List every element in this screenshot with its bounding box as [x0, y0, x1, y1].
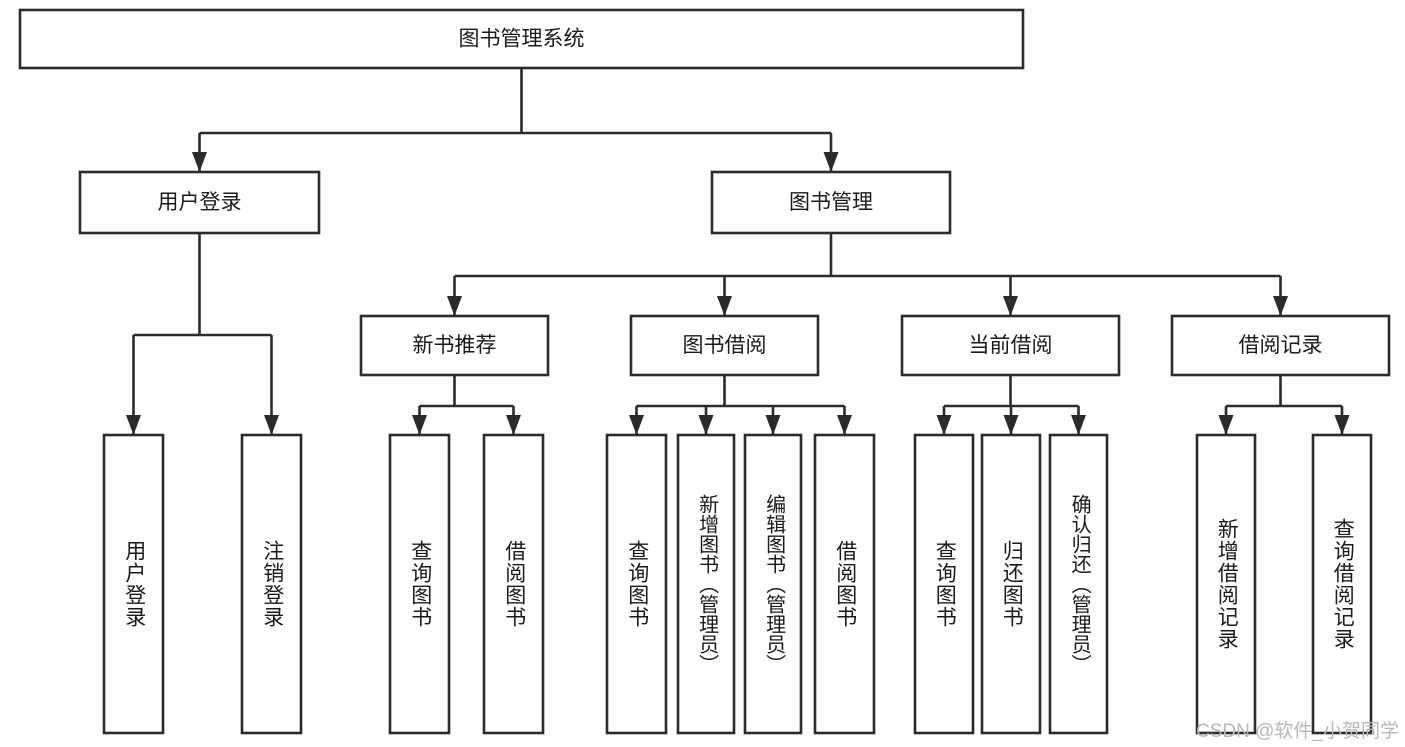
node-leaf-borrow-book-1-label: 借阅图书 — [502, 540, 526, 628]
node-leaf-add-borrow-record-label: 新增借阅记录 — [1215, 518, 1239, 650]
arrow-head-icon — [765, 415, 781, 435]
arrow-head-icon — [192, 152, 207, 172]
node-leaf-borrow-book-2[interactable] — [813, 433, 876, 735]
node-leaf-return-book-label: 归还图书 — [1000, 540, 1024, 628]
node-title-label: 图书管理系统 — [459, 28, 585, 51]
node-leaf-query-borrow-record[interactable] — [1311, 433, 1373, 735]
arrow-head-icon — [717, 296, 732, 316]
node-title[interactable]: 图书管理系统 — [18, 8, 1025, 70]
arrow-head-icon — [1003, 296, 1018, 316]
node-user-login[interactable]: 用户登录 — [78, 170, 321, 235]
arrow-head-icon — [1273, 296, 1288, 316]
arrow-head-icon — [1334, 415, 1350, 435]
node-new-book-recommend[interactable]: 新书推荐 — [359, 314, 550, 377]
node-leaf-edit-book-admin[interactable] — [743, 433, 803, 735]
arrow-head-icon — [1071, 415, 1086, 435]
node-leaf-borrow-book-1[interactable] — [482, 433, 545, 735]
node-leaf-query-book-1-label: 查询图书 — [408, 540, 432, 628]
node-leaf-edit-book-admin-label: 编辑图书（管理员） — [762, 494, 785, 674]
node-borrow-record[interactable]: 借阅记录 — [1170, 314, 1391, 377]
node-leaf-user-logout[interactable] — [240, 433, 303, 735]
arrow-head-icon — [936, 415, 952, 435]
arrow-head-icon — [823, 152, 839, 172]
node-leaf-add-borrow-record[interactable] — [1195, 433, 1257, 735]
node-book-manage-label: 图书管理 — [789, 191, 873, 214]
node-current-borrow-label: 当前借阅 — [969, 334, 1053, 357]
node-leaf-user-login-label: 用户登录 — [122, 540, 146, 628]
arrow-head-icon — [1003, 415, 1019, 435]
arrow-head-icon — [629, 415, 644, 435]
node-new-book-recommend-label: 新书推荐 — [413, 334, 497, 357]
node-book-manage[interactable]: 图书管理 — [710, 170, 952, 235]
node-leaf-query-book-3[interactable] — [913, 433, 975, 735]
node-leaf-query-book-3-label: 查询图书 — [933, 540, 957, 628]
node-book-borrow[interactable]: 图书借阅 — [629, 314, 820, 377]
node-user-login-label: 用户登录 — [158, 191, 242, 214]
node-leaf-borrow-book-2-label: 借阅图书 — [833, 540, 857, 628]
arrow-head-icon — [506, 415, 521, 435]
arrow-head-icon — [837, 415, 852, 435]
node-leaf-add-book-admin[interactable] — [676, 433, 736, 735]
node-leaf-user-logout-label: 注销登录 — [260, 540, 284, 628]
node-current-borrow[interactable]: 当前借阅 — [900, 314, 1121, 377]
arrow-head-icon — [1218, 415, 1234, 435]
node-leaf-query-book-1[interactable] — [388, 433, 451, 735]
arrow-head-icon — [698, 415, 714, 435]
arrow-head-icon — [264, 415, 279, 435]
node-leaf-confirm-return-admin[interactable] — [1048, 433, 1109, 735]
csdn-watermark: CSDN @软件_小贺同学 — [1196, 721, 1399, 742]
connectors-layer — [126, 68, 1350, 435]
arrow-head-icon — [447, 296, 462, 316]
node-book-borrow-label: 图书借阅 — [683, 334, 767, 357]
node-borrow-record-label: 借阅记录 — [1239, 334, 1323, 357]
node-leaf-confirm-return-admin-label: 确认归还（管理员） — [1068, 494, 1091, 674]
node-leaf-query-book-2-label: 查询图书 — [625, 540, 649, 628]
node-leaf-query-borrow-record-label: 查询借阅记录 — [1331, 518, 1355, 650]
node-leaf-return-book[interactable] — [980, 433, 1042, 735]
arrow-head-icon — [126, 415, 141, 435]
node-leaf-add-book-admin-label: 新增图书（管理员） — [695, 494, 718, 674]
arrow-head-icon — [412, 415, 427, 435]
node-leaf-query-book-2[interactable] — [605, 433, 668, 735]
node-leaf-user-login[interactable] — [102, 433, 165, 735]
